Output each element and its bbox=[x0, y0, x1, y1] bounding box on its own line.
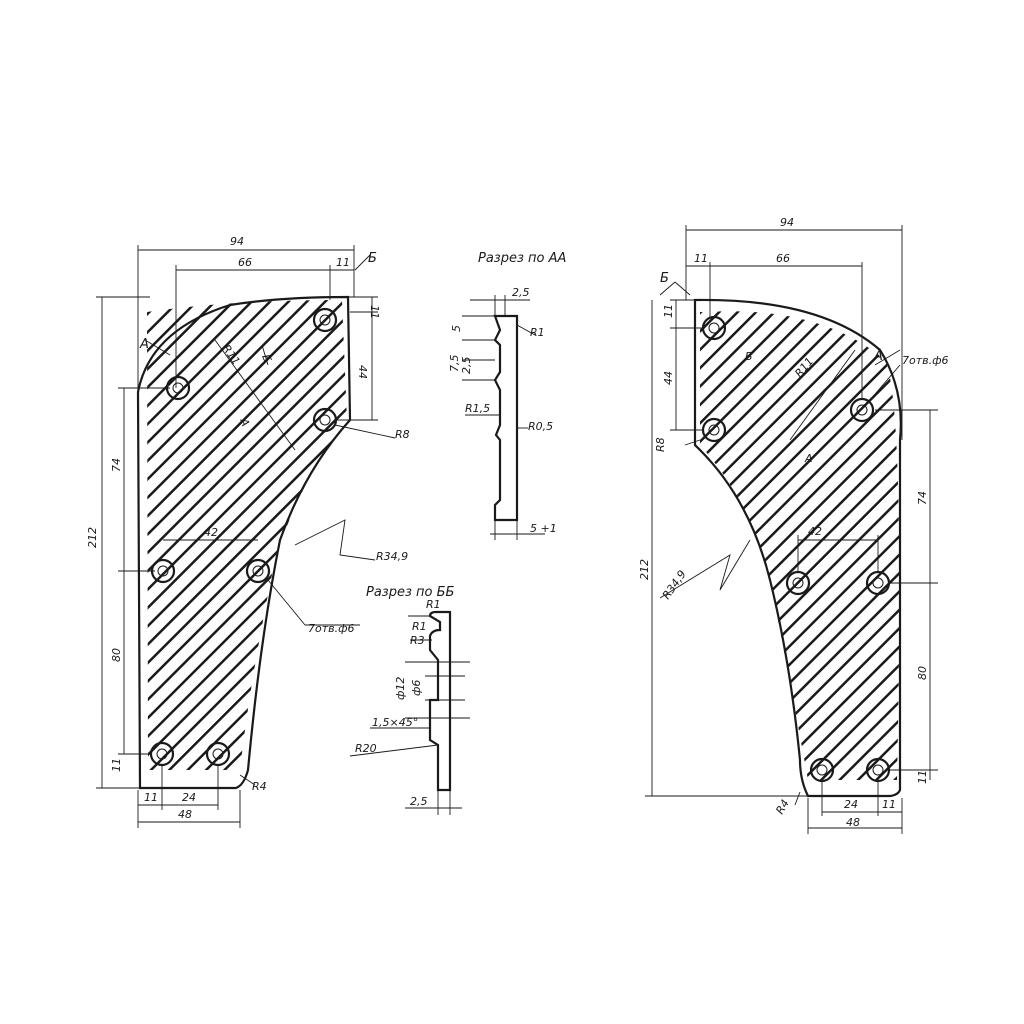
right-mark-a-inner: А bbox=[804, 452, 813, 465]
left-r8: R8 bbox=[395, 428, 410, 441]
left-mark-a: А bbox=[139, 337, 149, 352]
section-bb-title: Разрез по ББ bbox=[366, 585, 455, 600]
section-bb-dim-25: 2,5 bbox=[410, 795, 428, 808]
section-bb-phi12: ф12 bbox=[394, 677, 407, 700]
section-aa-dim-25: 2,5 bbox=[460, 357, 473, 375]
right-dim-11-side: 11 bbox=[662, 304, 675, 318]
right-r8: R8 bbox=[654, 437, 667, 452]
right-dim-11-rb: 11 bbox=[882, 798, 896, 811]
section-bb-r1-top: R1 bbox=[426, 598, 441, 611]
section-bb-r1: R1 bbox=[412, 620, 427, 633]
left-dim-11-top: 11 bbox=[336, 256, 350, 269]
left-dim-48: 48 bbox=[178, 808, 192, 821]
right-r4: R4 bbox=[773, 797, 792, 816]
section-bb-r20: R20 bbox=[355, 742, 377, 755]
left-labels: 94 66 11 Б 11 44 R8 212 74 80 11 42 R34,… bbox=[86, 235, 410, 821]
right-dim-66: 66 bbox=[776, 252, 790, 265]
right-dim-74: 74 bbox=[916, 491, 929, 505]
section-aa-r05: R0,5 bbox=[528, 420, 553, 433]
right-mark-b: Б bbox=[660, 271, 669, 286]
right-dim-42: 42 bbox=[808, 525, 822, 538]
left-holes-note: 7отв.ф6 bbox=[308, 622, 355, 635]
right-holes-note: 7отв.ф6 bbox=[902, 354, 949, 367]
left-dim-11-bottom: 11 bbox=[110, 758, 123, 772]
left-dim-212: 212 bbox=[86, 527, 99, 548]
left-dim-11-side: 11 bbox=[368, 305, 381, 319]
section-aa-r15: R1,5 bbox=[465, 402, 490, 415]
right-mark-b-inner: Б bbox=[745, 350, 753, 363]
left-mark-b: Б bbox=[368, 251, 377, 266]
left-part: 94 66 11 Б 11 44 R8 212 74 80 11 42 R34,… bbox=[86, 235, 410, 828]
left-dim-24: 24 bbox=[182, 791, 196, 804]
right-dim-80: 80 bbox=[916, 666, 929, 680]
right-dim-11-bottom: 11 bbox=[916, 770, 929, 784]
right-dim-44: 44 bbox=[662, 371, 675, 385]
left-mark-b-inner: Б bbox=[259, 353, 274, 365]
right-dim-48: 48 bbox=[846, 816, 860, 829]
left-dimensions bbox=[96, 245, 396, 828]
right-dim-212: 212 bbox=[638, 559, 651, 580]
section-bb-chamfer: 1,5×45° bbox=[372, 716, 418, 729]
section-aa-dim-25-top: 2,5 bbox=[512, 286, 530, 299]
section-bb-phi6: ф6 bbox=[410, 680, 423, 696]
left-dim-94: 94 bbox=[230, 235, 244, 248]
left-dim-42: 42 bbox=[204, 526, 218, 539]
section-bb-r3: R3 bbox=[410, 634, 425, 647]
left-r349: R34,9 bbox=[376, 550, 408, 563]
left-r4: R4 bbox=[252, 780, 267, 793]
left-dim-44: 44 bbox=[356, 365, 369, 379]
left-dim-74: 74 bbox=[110, 458, 123, 472]
left-mark-a-inner: А bbox=[237, 416, 252, 428]
left-dim-11-lb: 11 bbox=[144, 791, 158, 804]
right-dim-94: 94 bbox=[780, 216, 794, 229]
section-aa-title: Разрез по АА bbox=[478, 251, 566, 266]
section-aa-r1: R1 bbox=[530, 326, 545, 339]
section-bb: Разрез по ББ R1 R1 R3 ф12 ф6 1,5×45° R20… bbox=[349, 585, 470, 815]
section-aa-dim-75: 7,5 bbox=[448, 355, 461, 373]
right-r349: R34,9 bbox=[660, 568, 689, 602]
section-aa-dim-bottom: 5 +1 bbox=[530, 522, 557, 535]
right-dim-11-top: 11 bbox=[694, 252, 708, 265]
section-aa-profile bbox=[493, 314, 519, 522]
section-aa: Разрез по АА 2,5 5 7,5 2,5 R1 R1,5 R0,5 … bbox=[448, 251, 566, 540]
left-dim-80: 80 bbox=[110, 648, 123, 662]
right-dimensions bbox=[645, 225, 938, 834]
right-dim-24: 24 bbox=[844, 798, 858, 811]
right-part: 94 66 11 Б 11 44 R8 212 74 80 11 42 R34,… bbox=[638, 216, 949, 834]
section-bb-profile bbox=[428, 610, 452, 792]
right-mark-a: А bbox=[873, 349, 883, 364]
section-aa-dim-5: 5 bbox=[450, 325, 463, 332]
left-dim-66: 66 bbox=[238, 256, 252, 269]
